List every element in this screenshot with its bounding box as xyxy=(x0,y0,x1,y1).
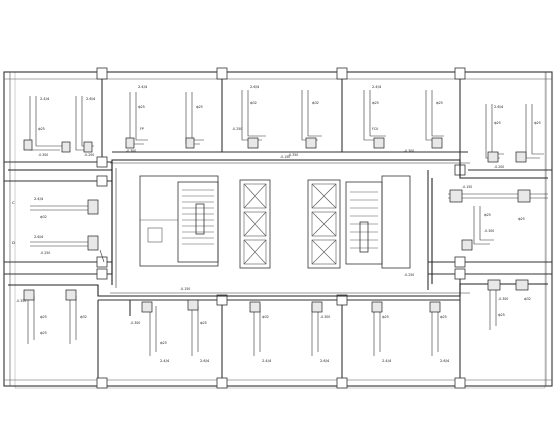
elevation-label: -0.300 xyxy=(130,321,140,325)
pipe-size-label: ф32 xyxy=(40,215,47,219)
building-core xyxy=(139,175,411,269)
axis-tag: D xyxy=(12,240,15,245)
note-label: 2.6/4 xyxy=(86,97,96,101)
unit-label: FP xyxy=(140,127,144,131)
note-label: 2.6/4 xyxy=(200,359,210,363)
elevation-label: -0.350 xyxy=(288,153,298,157)
pipe-size-label: ф25 xyxy=(138,105,145,109)
elevation-label: -0.300 xyxy=(484,229,494,233)
pipe-size-label: ф25 xyxy=(372,101,379,105)
elevation-label: -0.300 xyxy=(404,149,414,153)
elevator-bank-right xyxy=(307,179,341,269)
pipe-size-label: ф25 xyxy=(494,121,501,125)
elevation-label: -0.150 xyxy=(180,287,190,291)
elevation-label: -0.300 xyxy=(126,149,136,153)
pipe-size-label: ф25 xyxy=(436,101,443,105)
pipe-size-label: ф25 xyxy=(484,213,491,217)
elevation-label: -0.200 xyxy=(494,165,504,169)
note-label: 2.4/4 xyxy=(160,359,170,363)
pipe-size-label: ф25 xyxy=(518,217,525,221)
note-label: 2.6/4 xyxy=(494,105,504,109)
note-label: 2.4/4 xyxy=(34,197,44,201)
pipe-size-label: ф32 xyxy=(262,315,269,319)
room-branches-top xyxy=(23,90,544,163)
elevation-label: -0.250 xyxy=(40,251,50,255)
annotations: 2.4/4 2.6/4 ф25 -0.300 -0.200 2.4/4 ф25 … xyxy=(12,85,541,363)
pipe-size-label: ф25 xyxy=(196,105,203,109)
elevation-label: -0.200 xyxy=(84,153,94,157)
axis-grid xyxy=(14,71,546,389)
elevation-label: -0.150 xyxy=(280,155,290,159)
room-branches-bottom xyxy=(23,279,529,356)
elevation-label: -0.150 xyxy=(462,185,472,189)
note-label: 2.4/4 xyxy=(138,85,148,89)
pipe-size-label: ф32 xyxy=(312,101,319,105)
note-label: 2.6/4 xyxy=(320,359,330,363)
elevation-label: -0.250 xyxy=(232,127,242,131)
note-label: 2.6/4 xyxy=(250,85,260,89)
pipe-size-label: ф25 xyxy=(534,121,541,125)
pipe-size-label: ф25 xyxy=(160,341,167,345)
note-label: 2.6/4 xyxy=(34,235,44,239)
note-label: 2.4/4 xyxy=(382,359,392,363)
note-label: 2.6/4 xyxy=(440,359,450,363)
structural-columns xyxy=(96,67,466,389)
pipe-size-label: ф25 xyxy=(38,127,45,131)
elevation-label: -0.300 xyxy=(498,297,508,301)
stair-right xyxy=(345,181,383,265)
elevation-label: -0.250 xyxy=(404,273,414,277)
axis-tag: C xyxy=(12,200,15,205)
elevation-label: -0.300 xyxy=(38,153,48,157)
unit-label: FCU xyxy=(372,127,379,131)
room-partitions xyxy=(4,72,552,386)
outer-walls xyxy=(3,71,553,387)
pipe-size-label: ф25 xyxy=(40,331,47,335)
pipe-size-label: ф32 xyxy=(524,297,531,301)
elevation-label: -0.350 xyxy=(16,299,26,303)
note-label: 2.4/4 xyxy=(372,85,382,89)
note-label: 2.4/4 xyxy=(262,359,272,363)
pipe-size-label: ф25 xyxy=(40,315,47,319)
stair-left xyxy=(182,189,214,245)
pipe-size-label: ф32 xyxy=(80,315,87,319)
pipe-size-label: ф25 xyxy=(200,321,207,325)
elevation-label: -0.300 xyxy=(320,315,330,319)
pipe-size-label: ф32 xyxy=(250,101,257,105)
pipe-size-label: ф25 xyxy=(498,313,505,317)
elevator-bank-left xyxy=(239,179,271,269)
pipe-size-label: ф25 xyxy=(440,315,447,319)
room-branches-middle xyxy=(30,189,548,263)
pipe-size-label: ф25 xyxy=(382,315,389,319)
main-pipes xyxy=(8,159,548,297)
note-label: 2.4/4 xyxy=(40,97,50,101)
